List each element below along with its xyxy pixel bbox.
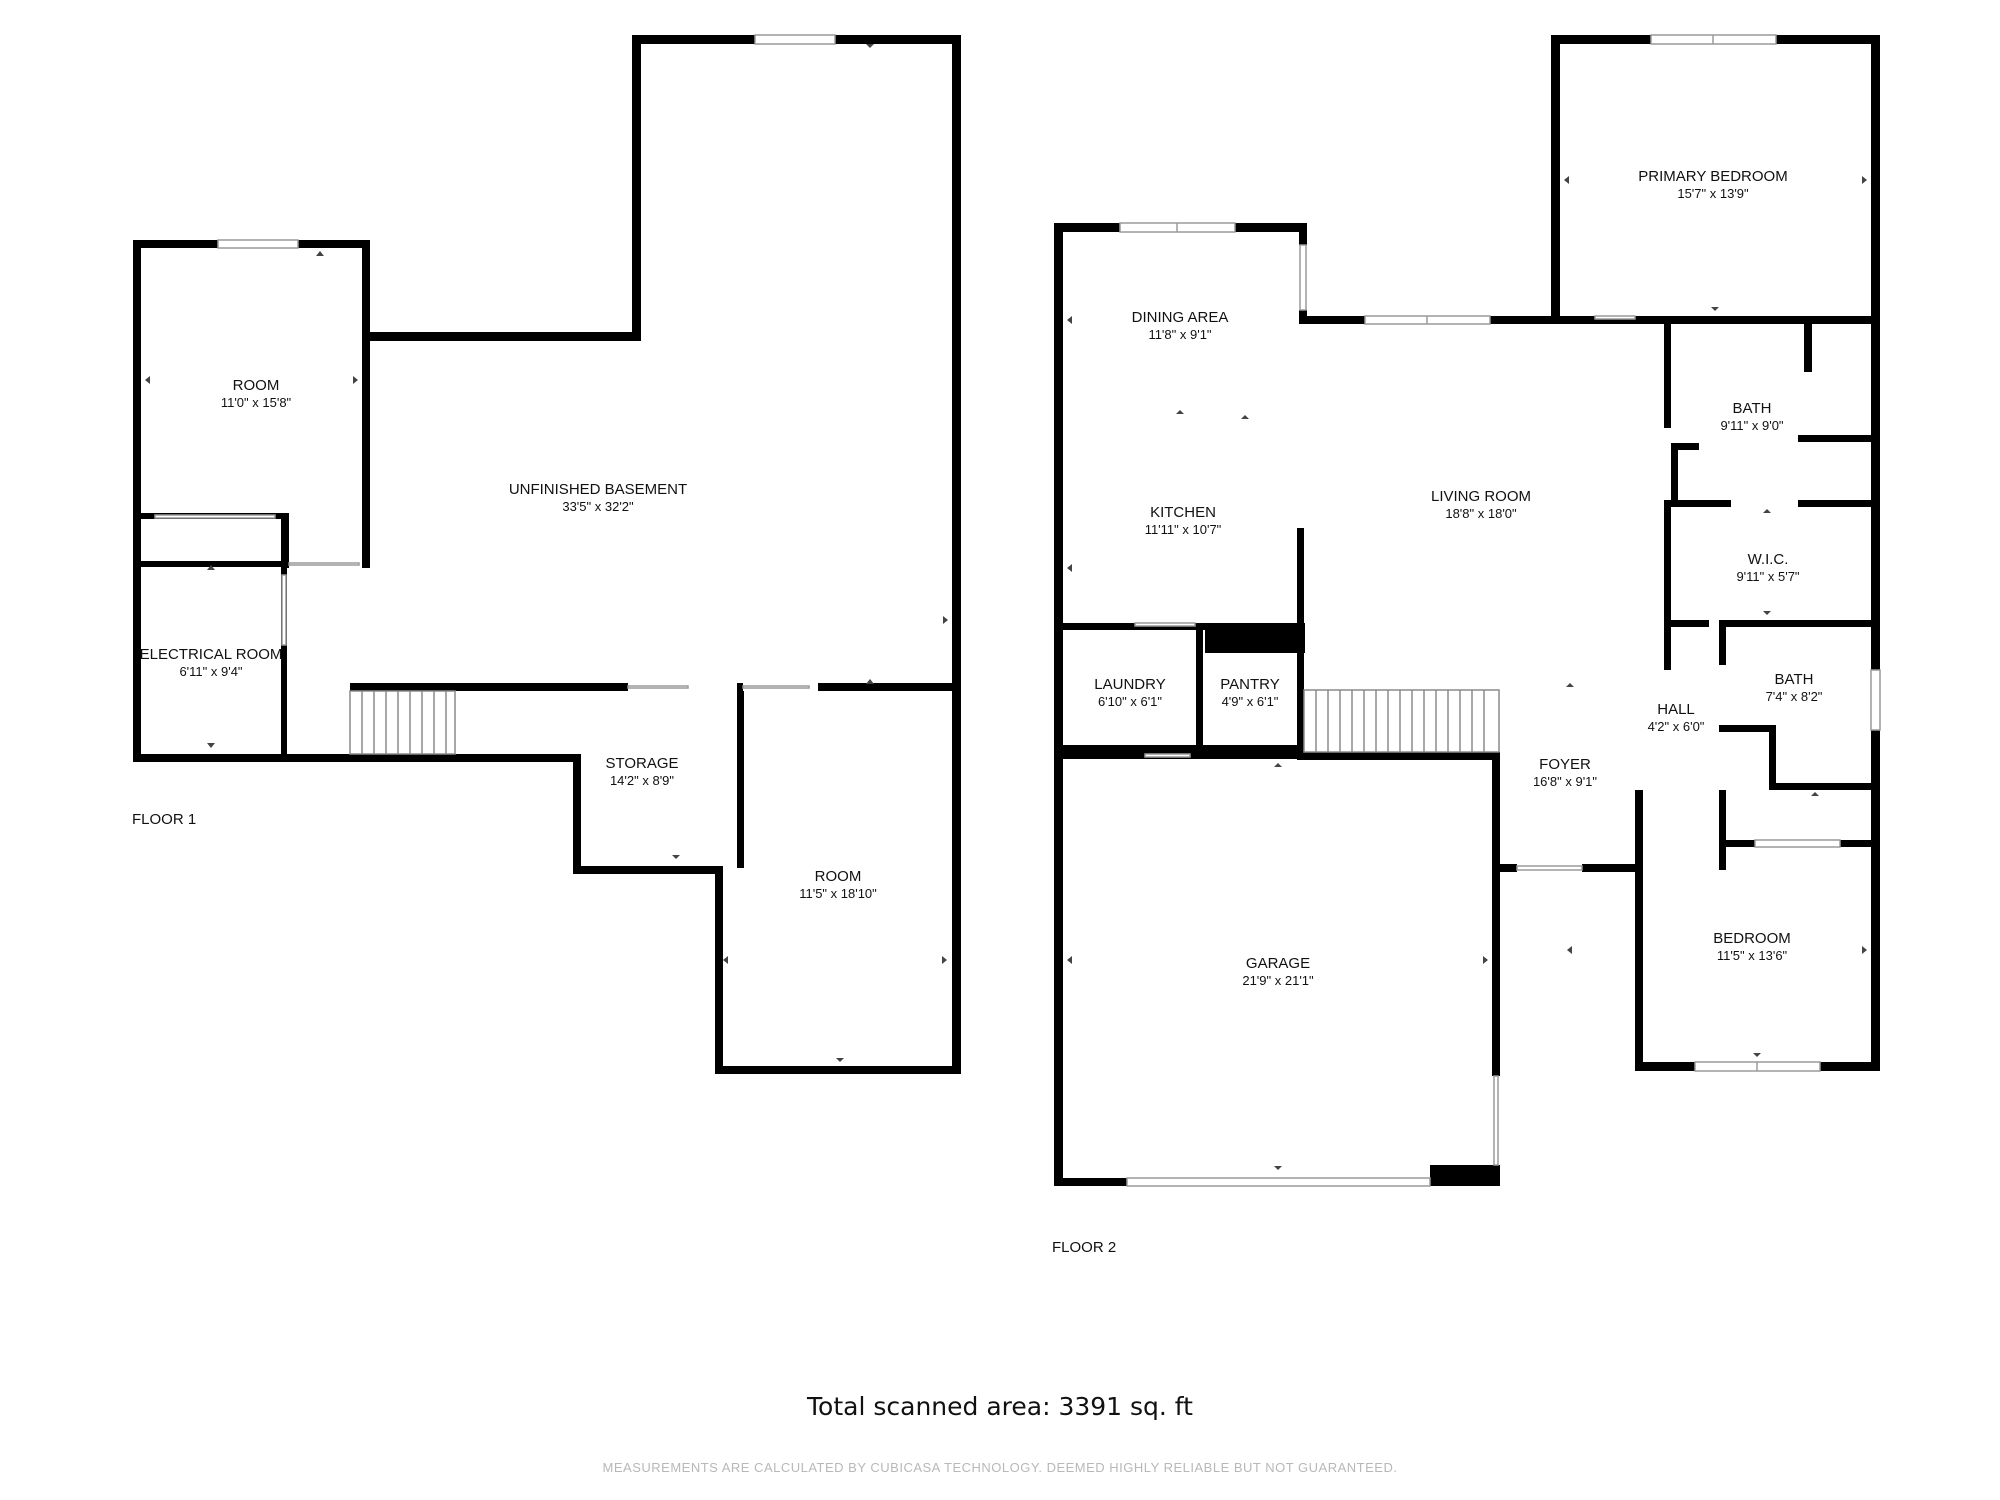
room-name: LAUNDRY xyxy=(1094,676,1165,693)
room-name: BEDROOM xyxy=(1713,930,1791,947)
room-dims: 6'10" x 6'1" xyxy=(1098,694,1162,709)
room-name: GARAGE xyxy=(1246,955,1310,972)
room-dims: 4'9" x 6'1" xyxy=(1222,694,1279,709)
room-name: DINING AREA xyxy=(1132,309,1229,326)
room-dims: 9'11" x 9'0" xyxy=(1720,418,1783,433)
room-name: KITCHEN xyxy=(1150,504,1216,521)
room-name: PANTRY xyxy=(1220,676,1279,693)
room-name: ROOM xyxy=(233,377,280,394)
measurement-disclaimer: MEASUREMENTS ARE CALCULATED BY CUBICASA … xyxy=(602,1460,1398,1475)
floor-2-openings xyxy=(1119,34,1881,1187)
floor-label: FLOOR 1 xyxy=(132,811,196,828)
room-dims: 6'11" x 9'4" xyxy=(179,664,242,679)
room-name: ELECTRICAL ROOM xyxy=(140,646,283,663)
room-name: STORAGE xyxy=(605,755,678,772)
floor-1-openings xyxy=(154,34,836,691)
dimension-markers xyxy=(145,44,1867,1170)
floor-1-walls xyxy=(133,35,961,1074)
room-name: ROOM xyxy=(815,868,862,885)
room-dims: 18'8" x 18'0" xyxy=(1445,506,1517,521)
room-dims: 4'2" x 6'0" xyxy=(1648,719,1705,734)
room-dims: 11'11" x 10'7" xyxy=(1145,522,1222,537)
room-dims: 14'2" x 8'9" xyxy=(610,773,674,788)
floor-2-walls xyxy=(1054,35,1880,1186)
room-dims: 11'0" x 15'8" xyxy=(221,395,292,410)
room-name: PRIMARY BEDROOM xyxy=(1638,168,1787,185)
floor-1-labels: FLOOR 1 ROOM 11'0" x 15'8" UNFINISHED BA… xyxy=(132,377,877,901)
room-dims: 15'7" x 13'9" xyxy=(1677,186,1749,201)
room-dims: 33'5" x 32'2" xyxy=(562,499,634,514)
floor-1-stairs xyxy=(349,690,456,755)
room-name: UNFINISHED BASEMENT xyxy=(509,481,687,498)
room-dims: 16'8" x 9'1" xyxy=(1533,774,1597,789)
floor-label: FLOOR 2 xyxy=(1052,1239,1116,1256)
room-name: FOYER xyxy=(1539,756,1591,773)
floor-2-labels: FLOOR 2 DINING AREA 11'8" x 9'1" KITCHEN… xyxy=(1052,168,1823,1256)
room-name: BATH xyxy=(1775,671,1814,688)
room-dims: 11'8" x 9'1" xyxy=(1148,327,1211,342)
room-dims: 7'4" x 8'2" xyxy=(1766,689,1823,704)
floor-2-stairs xyxy=(1303,689,1500,753)
total-scanned-area: Total scanned area: 3391 sq. ft xyxy=(807,1392,1193,1421)
room-name: W.I.C. xyxy=(1748,551,1789,568)
room-name: BATH xyxy=(1733,400,1772,417)
room-dims: 11'5" x 18'10" xyxy=(799,886,877,901)
room-dims: 11'5" x 13'6" xyxy=(1717,948,1788,963)
room-dims: 9'11" x 5'7" xyxy=(1736,569,1799,584)
room-name: LIVING ROOM xyxy=(1431,488,1531,505)
room-name: HALL xyxy=(1657,701,1695,718)
room-dims: 21'9" x 21'1" xyxy=(1242,973,1314,988)
